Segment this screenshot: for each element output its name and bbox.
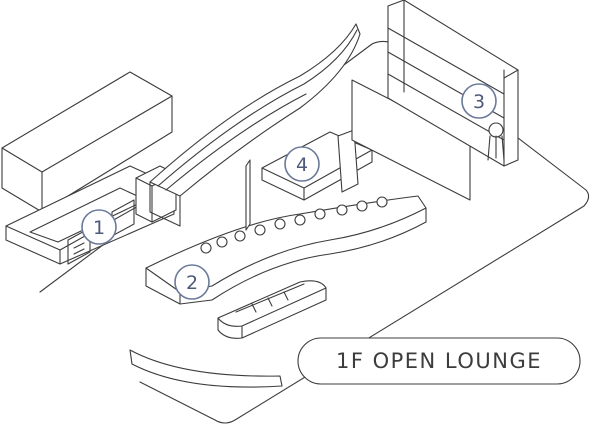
marker-1: 1: [81, 209, 117, 245]
marker-4: 4: [284, 146, 320, 182]
floor-outline: [39, 40, 590, 424]
marker-2-label: 2: [186, 272, 198, 294]
floor-label-pill: 1F OPEN LOUNGE: [297, 337, 581, 385]
curved-partition: [149, 23, 361, 227]
marker-2: 2: [174, 264, 210, 300]
shelf-wall-3: [351, 0, 519, 201]
lounge-bench: [217, 280, 327, 339]
bar-counter-2: [145, 195, 427, 305]
marker-3-label: 3: [473, 91, 485, 113]
front-curved-seat: [129, 349, 283, 388]
floor-label: 1F OPEN LOUNGE: [336, 349, 542, 373]
marker-1-label: 1: [93, 217, 105, 239]
marker-3: 3: [461, 83, 497, 119]
marker-4-label: 4: [296, 154, 308, 176]
